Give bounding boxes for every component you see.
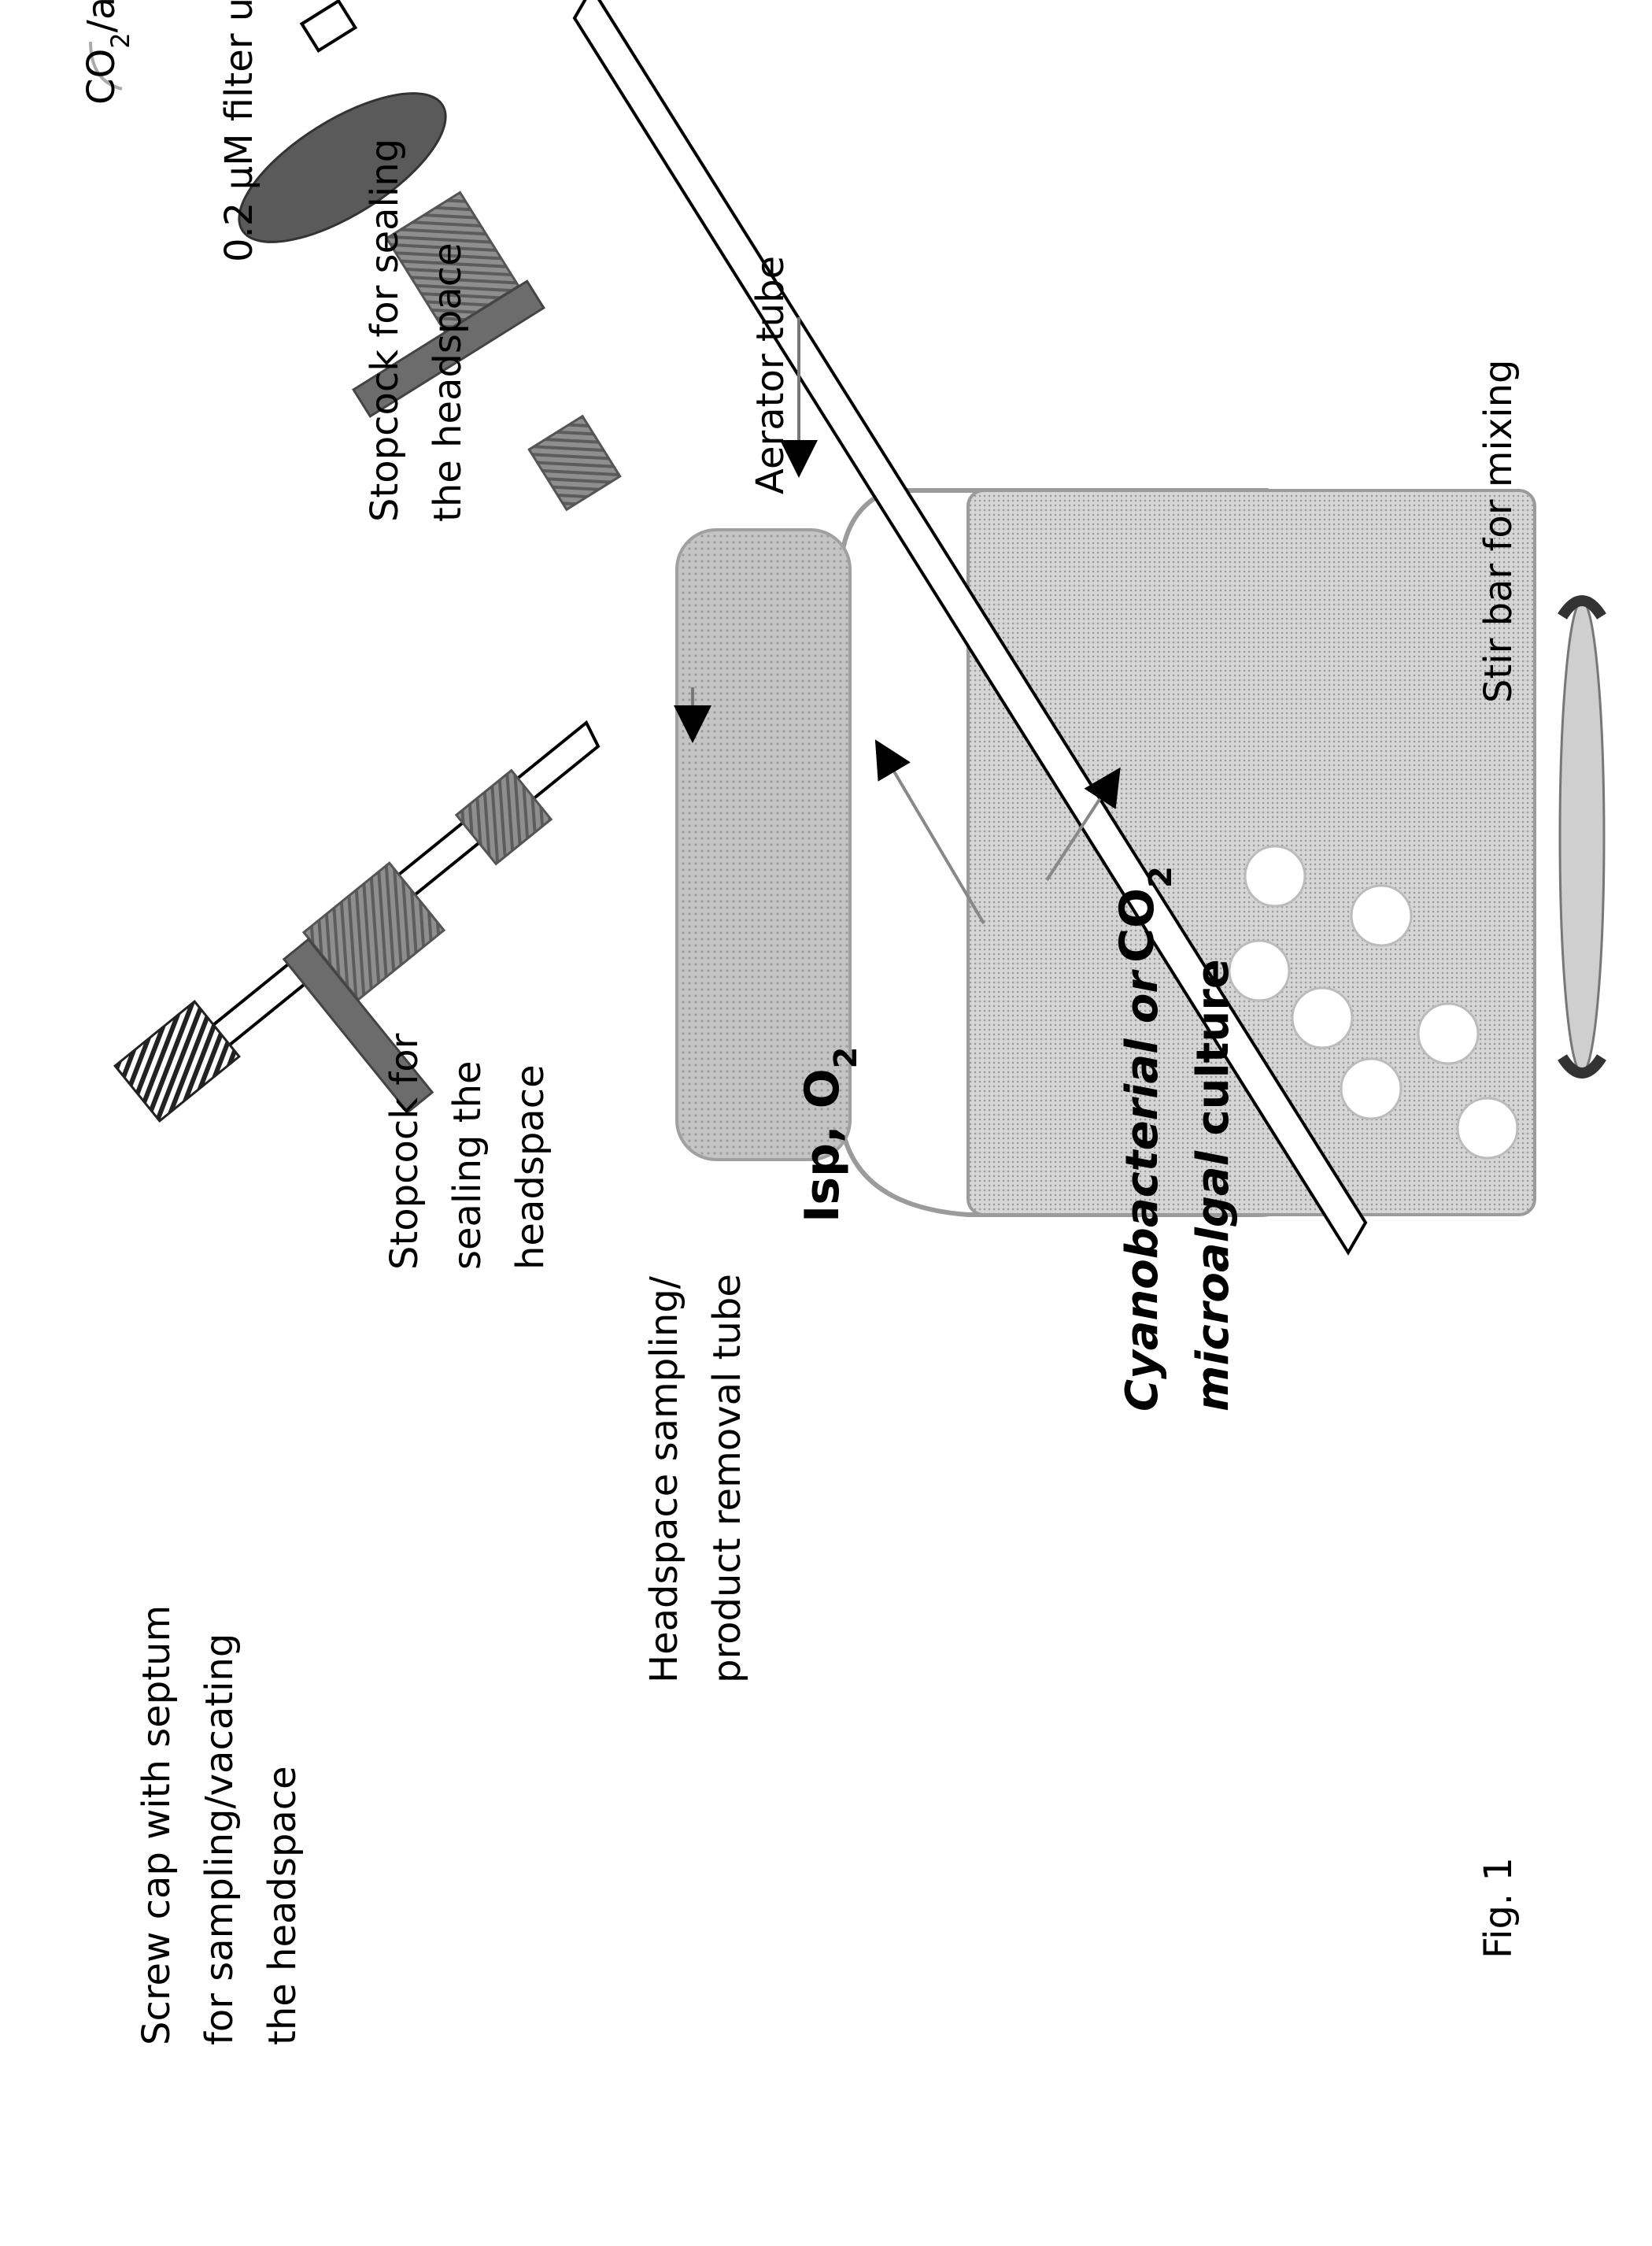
stopcock-left-label-line2: sealing the [445, 1060, 490, 1270]
stopcock-left-label-line3: headspace [508, 1064, 553, 1270]
stopcock-right-label-line1: Stopcock for sealing [363, 139, 407, 522]
culture-label-line1: Cyanobacterial or [1117, 969, 1168, 1412]
culture-liquid [968, 490, 1535, 1215]
culture-label-line2: microalgal culture [1188, 959, 1239, 1412]
stopcock-right-label-line2: the headspace [426, 242, 470, 522]
screw-cap-label-line1: Screw cap with septum [135, 1605, 179, 2045]
stir-bar [1560, 601, 1604, 1073]
co2-inlet-label: CO2/air inlet [79, 0, 135, 105]
bottle-cap [677, 530, 850, 1160]
screw-cap-label-line2: for sampling/vacating [198, 1634, 242, 2045]
stir-bar-label: Stir bar for mixing [1476, 360, 1521, 703]
figure-number-label: Fig. 1 [1476, 1857, 1521, 1959]
bubble [1245, 846, 1305, 906]
bubble [1292, 988, 1352, 1048]
aerator-tip [302, 1, 356, 50]
headspace-tube [115, 723, 598, 1121]
aerator-tube-label: Aerator tube [748, 256, 793, 494]
aerator-connector [529, 416, 620, 510]
screw-cap-label-line3: the headspace [261, 1766, 305, 2045]
bubble [1341, 1059, 1401, 1119]
filter-unit-label: 0.2 μM filter unit [217, 0, 261, 262]
bubble [1418, 1004, 1478, 1064]
stopcock-left-label-line1: Stopcock for [383, 1033, 427, 1270]
headspace-tube-label-line1: Headspace sampling/ [642, 1275, 686, 1683]
headspace-tube-label-line2: product removal tube [705, 1274, 749, 1683]
bubble [1351, 886, 1411, 945]
bubble [1458, 1098, 1517, 1158]
